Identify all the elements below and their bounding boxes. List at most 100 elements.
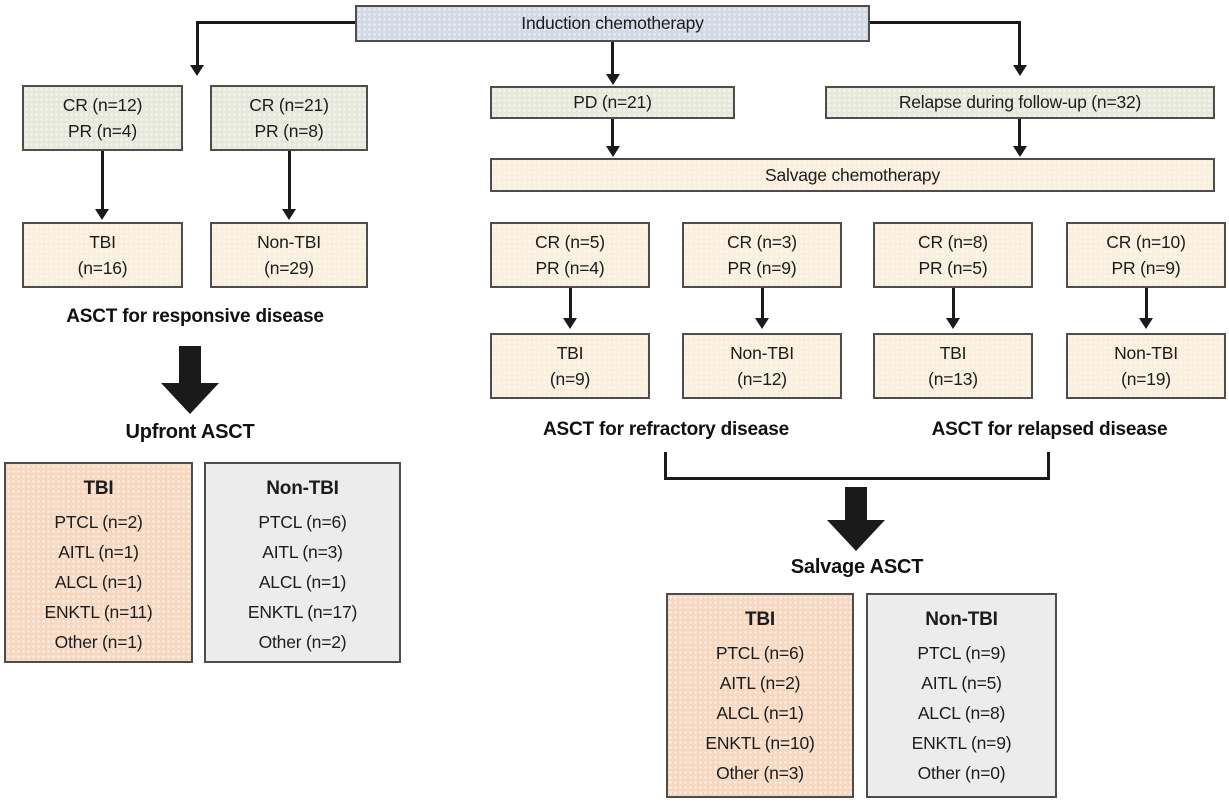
cr-line: CR (n=12) — [62, 94, 143, 115]
arrowhead-left-branch — [190, 65, 204, 76]
detail-item: ALCL (n=1) — [716, 702, 804, 723]
upfront-block-arrow-icon — [179, 346, 201, 384]
detail-item: Other (n=1) — [54, 632, 143, 653]
pr-line: PR (n=4) — [535, 258, 605, 278]
detail-item: ENKTL (n=10) — [705, 732, 815, 753]
detail-item: AITL (n=2) — [719, 672, 801, 693]
detail-item: PTCL (n=2) — [54, 511, 143, 532]
induction-label: Induction chemotherapy — [521, 13, 704, 34]
detail-title: Non-TBI — [266, 478, 339, 499]
bracket-left-v — [664, 452, 667, 479]
n-line: (n=12) — [737, 369, 787, 389]
tbi-line: Non-TBI — [257, 231, 321, 252]
connector-salvage-resp2 — [761, 288, 764, 320]
detail-item: AITL (n=3) — [262, 541, 343, 562]
n-line: (n=19) — [1121, 369, 1171, 389]
n-line: (n=9) — [549, 369, 591, 389]
relapse-label: Relapse during follow-up (n=32) — [898, 92, 1142, 113]
tbi-line: TBI — [89, 231, 116, 252]
detail-item: PTCL (n=6) — [258, 511, 347, 532]
caption-upfront-asct: Upfront ASCT — [125, 421, 255, 443]
arrowhead-salvage-resp3 — [946, 318, 960, 329]
salvage-chemotherapy-box: Salvage chemotherapy — [490, 158, 1215, 192]
pr-line: PR (n=9) — [1111, 258, 1181, 278]
connector-cr21-nontbi — [288, 151, 291, 211]
detail-item: Other (n=0) — [917, 763, 1006, 784]
connector-pd-to-salvage — [611, 119, 614, 147]
detail-item: PTCL (n=9) — [917, 642, 1006, 663]
connector-cr12-tbi — [101, 151, 104, 211]
arrowhead-salvage-resp1 — [563, 318, 577, 329]
salvage-chemo-label: Salvage chemotherapy — [765, 164, 940, 185]
detail-item: Other (n=2) — [258, 632, 347, 653]
connector-center-v — [611, 42, 614, 75]
arrowhead-to-relapse — [1013, 65, 1027, 76]
arrowhead-pd-salvage — [606, 146, 620, 157]
caption-refractory: ASCT for refractory disease — [543, 419, 789, 440]
connector-left-branch-h — [196, 21, 356, 24]
n-line: (n=29) — [264, 258, 314, 278]
detail-item: ENKTL (n=9) — [911, 732, 1012, 753]
pd-label: PD (n=21) — [573, 92, 652, 113]
caption-responsive: ASCT for responsive disease — [66, 306, 324, 327]
salvage-tbi-detail-box: TBI PTCL (n=6) AITL (n=2) ALCL (n=1) ENK… — [666, 593, 854, 798]
cr-line: CR (n=21) — [249, 94, 329, 115]
connector-salvage-resp3 — [952, 288, 955, 320]
detail-title: Non-TBI — [925, 609, 998, 630]
arrowhead-salvage-resp4 — [1139, 318, 1153, 329]
relapse-box: Relapse during follow-up (n=32) — [825, 86, 1215, 119]
detail-item: AITL (n=5) — [921, 672, 1002, 693]
detail-item: ALCL (n=1) — [258, 571, 347, 592]
detail-item: ENKTL (n=11) — [44, 601, 153, 622]
bracket-right-v — [1047, 452, 1050, 479]
detail-item: ENKTL (n=17) — [247, 601, 358, 622]
salvage-nontbi-box-2: Non-TBI (n=19) — [1066, 333, 1226, 399]
upfront-nontbi-box: Non-TBI (n=29) — [210, 222, 368, 288]
pr-line: PR (n=5) — [918, 258, 988, 278]
detail-item: Other (n=3) — [716, 763, 804, 784]
salvage-response-box-1: CR (n=5) PR (n=4) — [490, 222, 650, 288]
detail-title: TBI — [744, 609, 775, 630]
upfront-response-box-2: CR (n=21) PR (n=8) — [210, 85, 368, 151]
salvage-response-box-2: CR (n=3) PR (n=9) — [682, 222, 842, 288]
bracket-h — [664, 477, 1050, 480]
salvage-nontbi-box-1: Non-TBI (n=12) — [682, 333, 842, 399]
connector-right-branch-v — [1018, 21, 1021, 66]
arrowhead-salvage-resp2 — [755, 318, 769, 329]
cr-line: CR (n=5) — [535, 231, 605, 252]
salvage-response-box-4: CR (n=10) PR (n=9) — [1066, 222, 1226, 288]
arrowhead-relapse-salvage — [1013, 146, 1027, 157]
induction-chemotherapy-box: Induction chemotherapy — [355, 5, 870, 42]
n-line: (n=16) — [77, 258, 128, 278]
connector-right-branch-h — [869, 21, 1020, 24]
pr-line: PR (n=9) — [727, 258, 797, 278]
cr-line: CR (n=8) — [918, 231, 988, 252]
upfront-nontbi-detail-box: Non-TBI PTCL (n=6) AITL (n=3) ALCL (n=1)… — [204, 462, 401, 663]
connector-salvage-resp1 — [569, 288, 572, 320]
tbi-line: TBI — [939, 342, 967, 363]
connector-left-branch-v — [196, 21, 199, 66]
connector-relapse-to-salvage — [1018, 119, 1021, 147]
connector-salvage-resp4 — [1145, 288, 1148, 320]
arrowhead-to-pd — [606, 74, 620, 85]
tbi-line: TBI — [556, 342, 584, 363]
salvage-response-box-3: CR (n=8) PR (n=5) — [873, 222, 1033, 288]
pr-line: PR (n=8) — [254, 121, 324, 141]
caption-relapsed: ASCT for relapsed disease — [931, 419, 1168, 440]
salvage-tbi-box-2: TBI (n=13) — [873, 333, 1033, 399]
pr-line: PR (n=4) — [68, 121, 137, 141]
detail-item: PTCL (n=6) — [715, 642, 805, 663]
salvage-block-arrowhead-icon — [827, 520, 885, 551]
upfront-block-arrowhead-icon — [161, 383, 219, 414]
pd-box: PD (n=21) — [490, 86, 735, 119]
caption-salvage-asct: Salvage ASCT — [790, 556, 924, 578]
n-line: (n=13) — [928, 369, 978, 389]
detail-title: TBI — [83, 478, 114, 499]
salvage-block-arrow-icon — [845, 487, 867, 521]
detail-item: ALCL (n=1) — [54, 571, 143, 592]
upfront-response-box-1: CR (n=12) PR (n=4) — [22, 85, 183, 151]
upfront-tbi-box: TBI (n=16) — [22, 222, 183, 288]
cr-line: CR (n=10) — [1106, 231, 1186, 252]
upfront-tbi-detail-box: TBI PTCL (n=2) AITL (n=1) ALCL (n=1) ENK… — [4, 462, 193, 663]
